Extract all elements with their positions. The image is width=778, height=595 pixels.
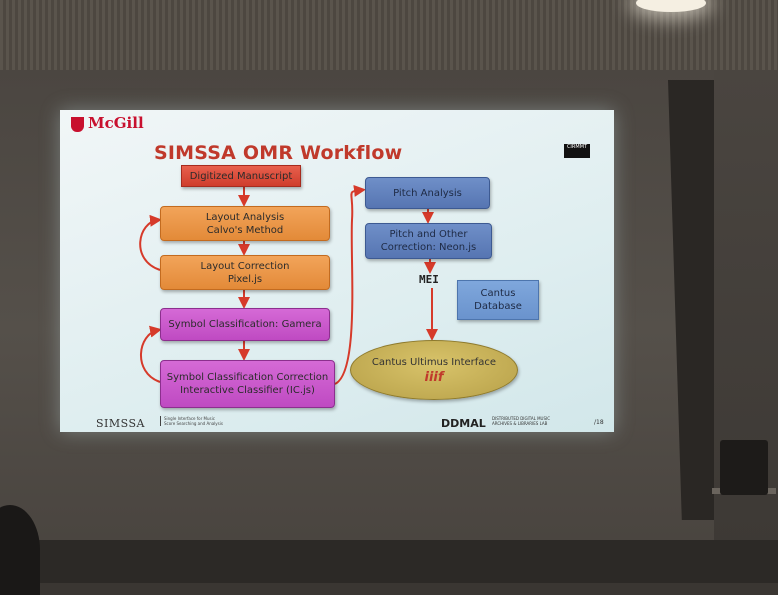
mei-label: MEI <box>419 273 439 286</box>
cantus-ultimus-ellipse: Cantus Ultimus Interface iiif <box>350 340 518 400</box>
cantus-ultimus-label: Cantus Ultimus Interface <box>371 357 497 368</box>
layout-analysis-label: Layout Analysis <box>205 211 285 223</box>
pitch-analysis-box: Pitch Analysis <box>365 177 490 209</box>
projected-slide: McGill SIMSSA OMR Workflow CIRMMT Digiti… <box>60 110 614 432</box>
arrow-loop-correction <box>139 214 162 271</box>
cantus-database-box: Cantus Database <box>457 280 539 320</box>
mcgill-crest-icon <box>71 117 84 132</box>
workflow-arrows <box>139 184 438 385</box>
arrow-loop-symcorr <box>140 325 162 383</box>
arrow-symcorr-pitch <box>334 184 366 385</box>
pitch-other-label: Pitch and Other <box>389 229 468 240</box>
calvo-method-label: Calvo's Method <box>206 224 284 236</box>
ddmal-sub-line1: DISTRIBUTED DIGITAL MUSIC <box>492 416 550 421</box>
database-label: Database <box>474 301 522 312</box>
ic-js-label: Interactive Classifier (IC.js) <box>180 385 315 396</box>
symbol-classification-label: Symbol Classification: Gamera <box>168 319 322 330</box>
cantus-label: Cantus <box>480 288 516 299</box>
ddmal-logo: DDMAL <box>441 417 486 430</box>
speaker <box>720 440 768 495</box>
symbol-correction-box: Symbol Classification Correction Interac… <box>160 360 335 408</box>
digitized-label: Digitized Manuscript <box>189 170 293 182</box>
side-wall <box>714 70 778 583</box>
pixel-js-label: Pixel.js <box>227 273 263 285</box>
layout-analysis-box: Layout Analysis Calvo's Method <box>160 206 330 241</box>
pitch-analysis-label: Pitch Analysis <box>393 187 462 199</box>
slide-title: SIMSSA OMR Workflow <box>154 142 403 164</box>
iiif-logo: iiif <box>424 370 444 385</box>
neon-js-label: Correction: Neon.js <box>380 242 477 253</box>
layout-correction-label: Layout Correction <box>200 260 290 272</box>
simssa-subtitle: Single Interface for Music Score Searchi… <box>160 416 223 426</box>
ceiling <box>0 0 778 70</box>
ddmal-subtitle: DISTRIBUTED DIGITAL MUSIC ARCHIVES & LIB… <box>492 416 550 426</box>
simssa-sub-line2: Score Searching and Analysis <box>164 421 223 426</box>
simssa-sub-line1: Single Interface for Music <box>164 416 215 421</box>
simssa-logo: SIMSSA <box>96 417 145 430</box>
digitized-manuscript-box: Digitized Manuscript <box>181 165 301 187</box>
symbol-classification-box: Symbol Classification: Gamera <box>160 308 330 341</box>
ddmal-sub-line2: ARCHIVES & LIBRARIES LAB <box>492 421 548 426</box>
cirmmt-logo: CIRMMT <box>564 144 590 158</box>
mcgill-logo: McGill <box>88 114 144 132</box>
layout-correction-box: Layout Correction Pixel.js <box>160 255 330 290</box>
symbol-correction-label: Symbol Classification Correction <box>166 372 329 383</box>
ceiling-light <box>636 0 706 12</box>
neon-correction-box: Pitch and Other Correction: Neon.js <box>365 223 492 259</box>
floor <box>0 540 778 583</box>
page-number: /18 <box>594 419 604 426</box>
